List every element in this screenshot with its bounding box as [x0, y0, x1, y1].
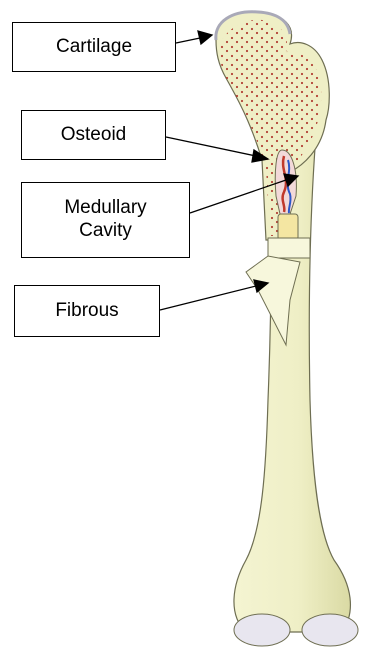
label-osteoid: Osteoid — [21, 110, 166, 160]
label-medullary-line1: Medullary — [64, 197, 146, 220]
label-osteoid-text: Osteoid — [61, 124, 126, 147]
condyle-left — [234, 614, 290, 646]
label-medullary-line2: Cavity — [79, 220, 132, 243]
label-cartilage-text: Cartilage — [56, 36, 132, 59]
condyle-right — [302, 614, 358, 646]
arrow-osteoid — [166, 137, 256, 156]
marrow-plug — [278, 214, 298, 240]
arrow-cartilage — [176, 38, 200, 43]
cut-collar — [268, 238, 310, 258]
arrow-fibrous — [160, 286, 256, 310]
label-fibrous-text: Fibrous — [55, 300, 118, 323]
label-medullary-cavity: Medullary Cavity — [21, 182, 190, 258]
label-fibrous: Fibrous — [14, 285, 160, 337]
label-cartilage: Cartilage — [12, 22, 176, 72]
